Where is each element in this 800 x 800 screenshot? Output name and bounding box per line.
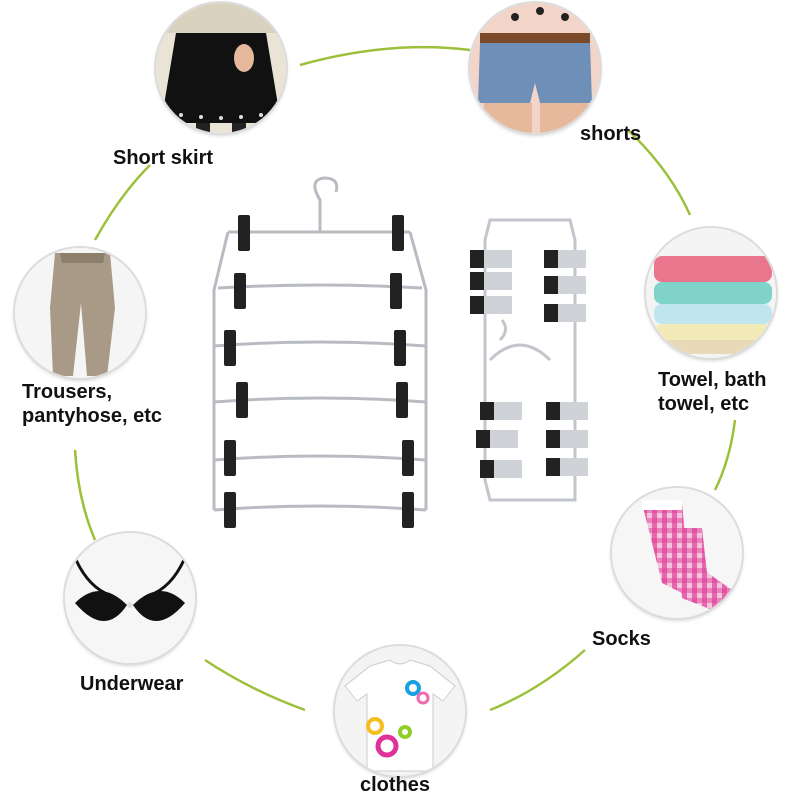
towel-photo bbox=[646, 228, 776, 358]
socks-photo bbox=[612, 488, 742, 618]
tshirt-photo bbox=[335, 646, 465, 776]
trousers-label: Trousers, pantyhose, etc bbox=[22, 381, 163, 427]
shorts-photo bbox=[470, 3, 600, 133]
trousers-photo bbox=[15, 248, 145, 378]
clothes-label: clothes bbox=[360, 774, 431, 796]
short-skirt-label: Short skirt bbox=[113, 147, 214, 169]
short-skirt-photo bbox=[156, 3, 286, 133]
socks-label: Socks bbox=[592, 628, 651, 650]
underwear-label: Underwear bbox=[80, 673, 184, 695]
bra-photo bbox=[65, 533, 195, 663]
skirt-hanger-product bbox=[212, 176, 428, 528]
shorts-label: shorts bbox=[580, 123, 642, 145]
folded-hanger-product bbox=[470, 218, 588, 502]
towel-label: Towel, bath towel, etc bbox=[658, 369, 767, 415]
